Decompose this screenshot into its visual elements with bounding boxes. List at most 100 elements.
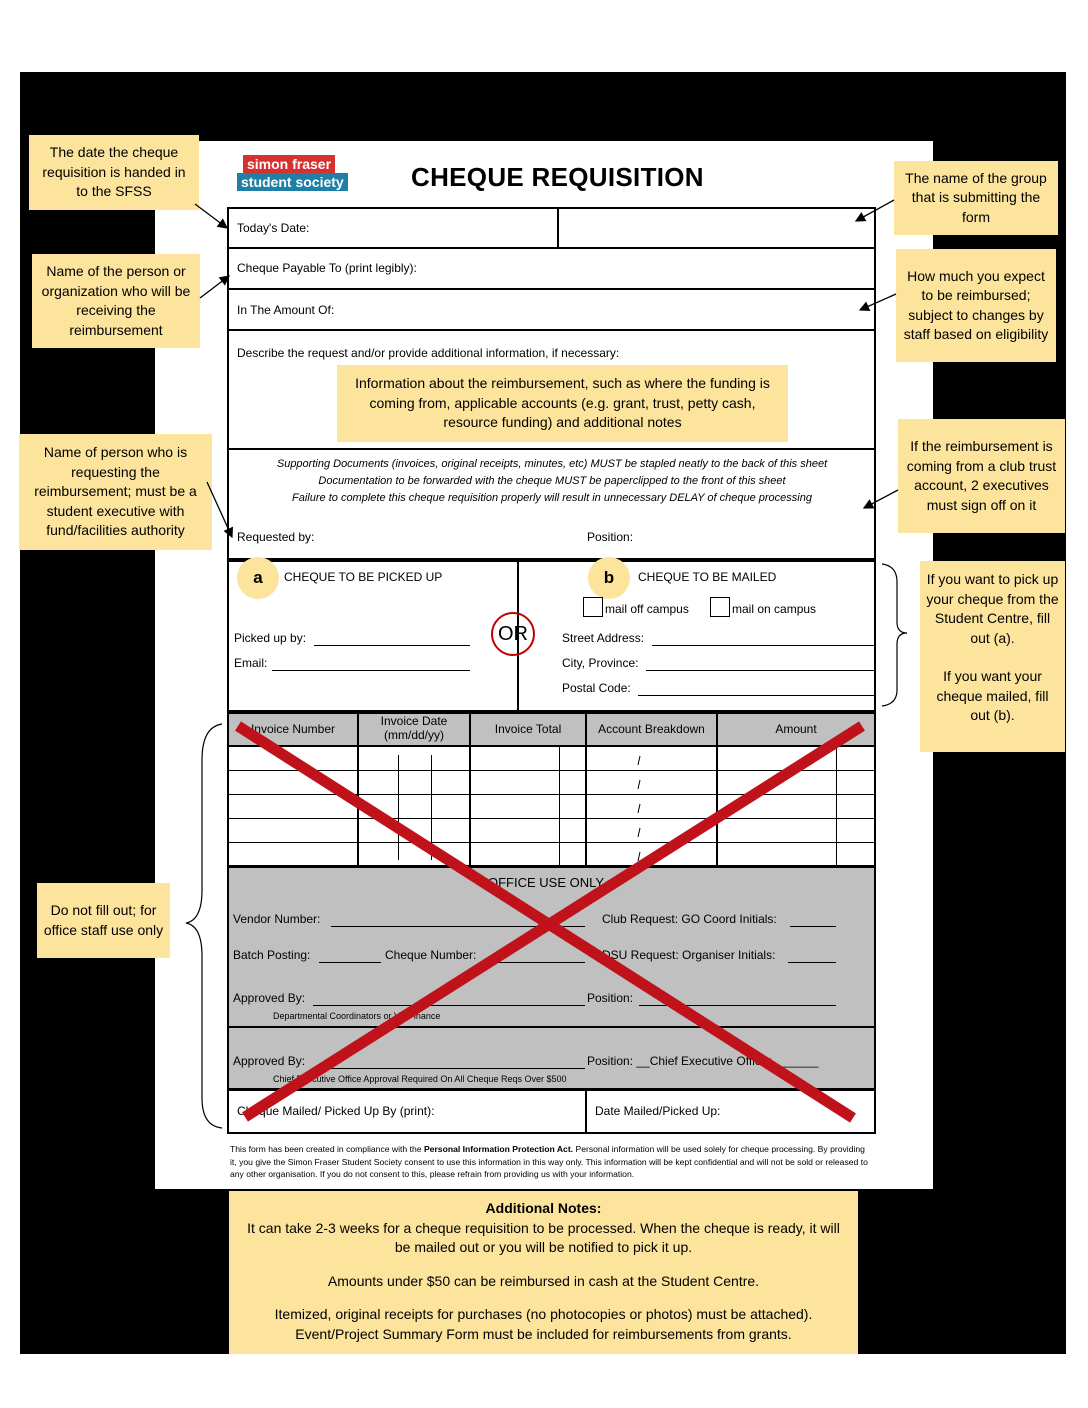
cheque-number-line <box>485 962 585 963</box>
pickup-mail-section <box>227 560 876 712</box>
callout-pickup-text: If you want to pick up your cheque from … <box>926 571 1059 646</box>
todays-date-label: Today's Date: <box>237 221 310 235</box>
disclaimer-act: Personal Information Protection Act. <box>423 1144 574 1154</box>
invoice-subcol-line <box>836 745 837 867</box>
brace-pickup-mail <box>881 563 908 707</box>
invoice-row-line <box>227 818 876 819</box>
office-divider <box>227 1026 876 1028</box>
invoice-header-date: Invoice Date (mm/dd/yy) <box>380 714 448 742</box>
mail-off-campus-checkbox[interactable] <box>583 597 603 617</box>
city-province-label: City, Province: <box>562 656 639 670</box>
picked-up-by-label: Picked up by: <box>234 631 307 645</box>
vendor-number-line <box>331 926 585 927</box>
invoice-col-line <box>585 712 587 867</box>
club-request-label: Club Request: GO Coord Initials: <box>602 912 777 926</box>
supporting-docs-line-2: Documentation to be forwarded with the c… <box>318 475 786 487</box>
date-mailed-label: Date Mailed/Picked Up: <box>595 1104 721 1118</box>
invoice-subcol-line <box>559 745 560 867</box>
street-address-label: Street Address: <box>562 631 645 645</box>
approved-by-2-line <box>313 1068 585 1069</box>
disclaimer-text: Personal information will be used solely… <box>230 1144 868 1179</box>
office-use-bg <box>229 867 874 1089</box>
describe-label: Describe the request and/or provide addi… <box>237 346 620 360</box>
invoice-header-divider <box>227 745 876 747</box>
arrow-requester <box>206 481 233 539</box>
invoice-row-line <box>227 842 876 843</box>
callout-info: Information about the reimbursement, suc… <box>337 365 788 442</box>
invoice-header-total: Invoice Total <box>494 722 562 736</box>
or-circle: OR <box>491 612 535 656</box>
street-address-line <box>652 645 874 646</box>
arrow-club-trust <box>862 489 899 509</box>
batch-posting-label: Batch Posting: <box>233 948 311 962</box>
mail-on-campus-checkbox[interactable] <box>710 597 730 617</box>
picked-up-by-line <box>314 645 470 646</box>
callout-amount: How much you expect to be reimbursed; su… <box>896 249 1056 362</box>
invoice-col-line <box>357 712 359 867</box>
mail-off-campus-label: mail off campus <box>605 602 689 616</box>
payable-to-label: Cheque Payable To (print legibly): <box>237 261 417 275</box>
row-divider <box>227 448 876 450</box>
office-use-title: OFFICE USE ONLY <box>488 875 605 890</box>
arrow-group <box>854 199 895 222</box>
approved-by-line <box>313 1005 585 1006</box>
form-top-section <box>227 207 876 560</box>
additional-notes: Additional Notes: It can take 2-3 weeks … <box>229 1191 858 1354</box>
mail-on-campus-label: mail on campus <box>732 602 817 616</box>
amount-slashes <box>637 755 641 862</box>
invoice-header-number: Invoice Number <box>250 722 336 736</box>
invoice-col-line <box>469 712 471 867</box>
invoice-row-line <box>227 794 876 795</box>
or-label: OR <box>498 622 528 645</box>
red-cross-line <box>242 721 865 1122</box>
approved-by-label: Approved By: <box>233 991 306 1005</box>
cheque-number-label: Cheque Number: <box>385 948 477 962</box>
callout-mail-text: If you want your cheque mailed, fill out… <box>936 668 1049 723</box>
notes-heading: Additional Notes: <box>485 1200 602 1216</box>
date-group-divider <box>557 207 559 248</box>
callout-office-only: Do not fill out; for office staff use on… <box>37 883 170 958</box>
email-line <box>272 670 470 671</box>
postal-code-line <box>638 695 874 696</box>
vendor-number-label: Vendor Number: <box>233 912 321 926</box>
callout-requester: Name of person who is requesting the rei… <box>19 434 212 550</box>
callout-club-trust: If the reimbursement is coming from a cl… <box>898 419 1065 533</box>
dsu-request-label: DSU Request: Organiser Initials: <box>602 948 776 962</box>
office-position-line <box>639 1005 836 1006</box>
row-divider <box>227 288 876 290</box>
form-title: CHEQUE REQUISITION <box>411 162 704 192</box>
invoice-header-breakdown: Account Breakdown <box>598 722 705 736</box>
callout-group: The name of the group that is submitting… <box>894 161 1058 235</box>
cheque-mailed-label: Cheque Mailed/ Picked Up By (print): <box>237 1104 435 1118</box>
privacy-disclaimer: This form has been created in compliance… <box>230 1143 870 1181</box>
club-request-line <box>790 926 836 927</box>
supporting-docs-line-1: Supporting Documents (invoices, original… <box>276 458 828 470</box>
date-tick-line <box>398 755 399 860</box>
email-label: Email: <box>234 656 268 670</box>
invoice-header-amount: Amount <box>775 722 817 736</box>
position-label: Position: <box>587 530 634 544</box>
dept-note: Departmental Coordinators or VP Finance <box>273 1011 441 1021</box>
callout-date: The date the cheque requisition is hande… <box>29 135 199 210</box>
row-divider <box>227 247 876 249</box>
callout-payee: Name of the person or organization who w… <box>32 254 200 348</box>
dsu-request-line <box>788 962 836 963</box>
pickup-title: CHEQUE TO BE PICKED UP <box>284 570 443 584</box>
office-position-label: Position: <box>587 991 634 1005</box>
invoice-header-bg <box>229 713 874 745</box>
brace-office <box>185 723 223 1129</box>
notes-paragraph-1: It can take 2-3 weeks for a cheque requi… <box>247 1219 840 1256</box>
mailed-title: CHEQUE TO BE MAILED <box>638 570 777 584</box>
arrow-date <box>194 203 229 229</box>
cheque-mailed-divider <box>585 1089 587 1134</box>
row-divider <box>227 329 876 331</box>
badge-b: b <box>588 557 630 599</box>
arrow-payee <box>199 275 231 299</box>
notes-paragraph-2: Amounts under $50 can be reimbursed in c… <box>327 1272 760 1289</box>
cheque-mailed-row <box>227 1089 876 1134</box>
ceo-note: Chief Executive Office Approval Required… <box>273 1074 567 1084</box>
approved-by-2-label: Approved By: <box>233 1054 306 1068</box>
callout-pickup-mail: If you want to pick up your cheque from … <box>920 561 1065 752</box>
notes-paragraph-3: Itemized, original receipts for purchase… <box>274 1306 813 1342</box>
